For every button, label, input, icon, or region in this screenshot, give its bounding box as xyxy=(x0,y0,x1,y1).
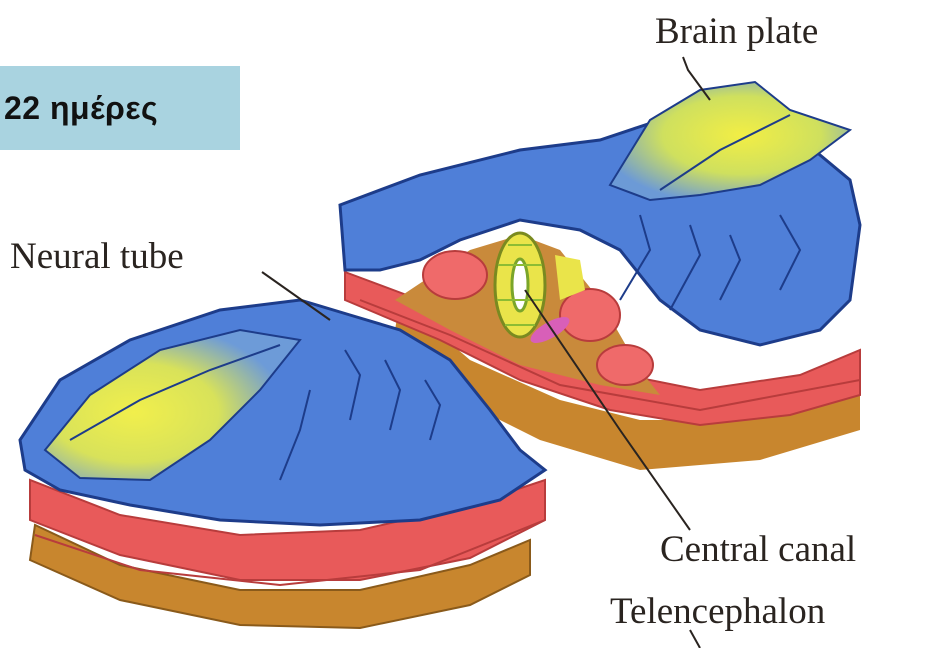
label-central-canal: Central canal xyxy=(660,528,856,571)
central-canal-section xyxy=(512,259,528,311)
somite xyxy=(423,251,487,299)
age-badge: 22 ημέρες xyxy=(0,66,240,150)
label-brain-plate: Brain plate xyxy=(655,10,818,53)
somite xyxy=(597,345,653,385)
label-neural-tube: Neural tube xyxy=(10,235,184,278)
somite xyxy=(560,289,620,341)
age-badge-text: 22 ημέρες xyxy=(4,90,158,127)
label-telencephalon: Telencephalon xyxy=(610,590,825,633)
